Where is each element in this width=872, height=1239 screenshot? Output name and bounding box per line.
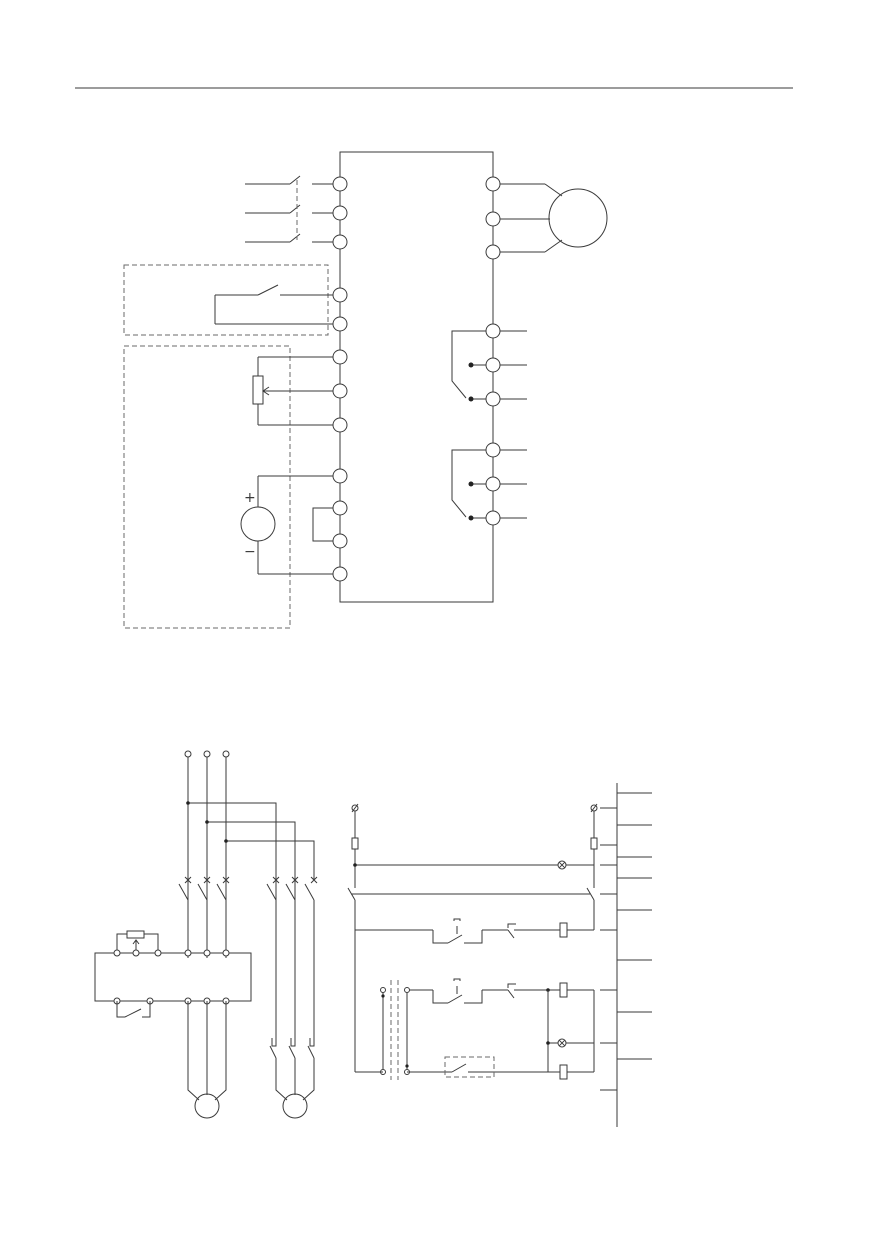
description-column: [600, 783, 652, 1127]
contactor-km1-contacts: [178, 876, 230, 901]
terminal: [332, 468, 348, 484]
fuse-left: [351, 837, 359, 850]
terminal: [332, 349, 348, 365]
contactor-km2-contacts: [266, 876, 318, 1038]
inverter-block: [94, 952, 252, 1002]
analog-input-box: + −: [123, 345, 340, 629]
terminal: [332, 287, 348, 303]
terminal: [332, 383, 348, 399]
terminal: [485, 391, 501, 407]
terminal: [332, 533, 348, 549]
terminal: [332, 205, 348, 221]
terminal: [485, 176, 501, 192]
terminal: [485, 211, 501, 227]
terminal: [485, 476, 501, 492]
timer-contact-box: [444, 1056, 495, 1078]
terminal: [332, 417, 348, 433]
terminal: [485, 442, 501, 458]
coil-km1: [559, 922, 568, 938]
terminal: [332, 176, 348, 192]
motor-m1: [194, 1093, 220, 1119]
source-minus-sign: −: [244, 544, 256, 560]
dc-source: [240, 506, 276, 542]
terminal: [332, 500, 348, 516]
bypass-power-circuit: [94, 750, 318, 1119]
terminal: [332, 234, 348, 250]
coil-ka: [559, 1064, 568, 1080]
potentiometer: [252, 375, 264, 405]
terminal: [332, 316, 348, 332]
run-switch-box: [123, 264, 340, 336]
power-indicator-lamp: [557, 860, 567, 870]
motor: [548, 188, 608, 248]
main-supply-breaker: [245, 175, 340, 243]
terminal: [332, 566, 348, 582]
inverter-wiring-diagram: + −: [123, 151, 608, 629]
coil-km2: [559, 982, 568, 998]
left-terminal-strip: [332, 176, 348, 582]
motor-output: [493, 183, 608, 253]
motor-m2: [282, 1093, 308, 1119]
source-plus-sign: +: [244, 490, 256, 506]
thermal-relay: [269, 1038, 315, 1059]
terminal: [485, 357, 501, 373]
terminal: [485, 323, 501, 339]
terminal: [485, 510, 501, 526]
speed-potentiometer: [126, 930, 145, 939]
control-circuit: [347, 783, 652, 1127]
right-terminal-strip: [485, 176, 501, 526]
inverter-body: [339, 151, 494, 603]
terminal: [485, 244, 501, 260]
fuse-right: [590, 837, 598, 850]
